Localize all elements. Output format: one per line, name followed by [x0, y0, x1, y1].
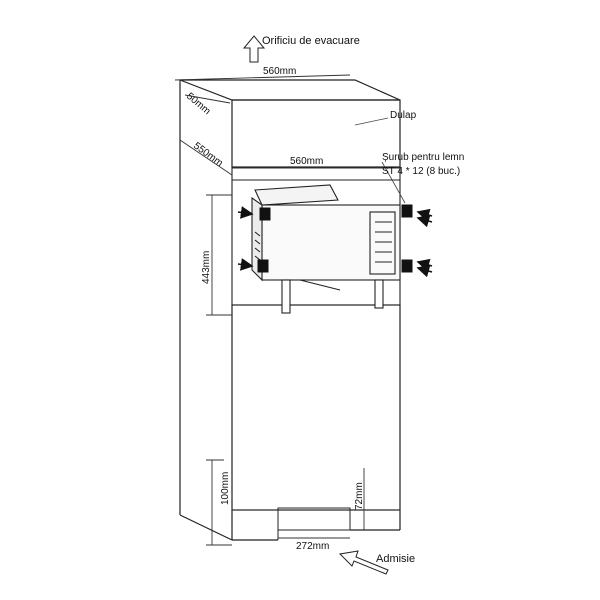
screw-label-line1: Șurub pentru lemn: [382, 152, 464, 163]
wood-screws: [237, 206, 433, 278]
height-base-label: 100mm: [220, 472, 231, 505]
cabinet-bottom: [231, 304, 401, 541]
intake-arrow-icon: [338, 550, 389, 575]
width-mid-label: 560mm: [290, 156, 323, 167]
cabinet-label: Dulap: [390, 110, 417, 121]
inlet-width-label: 272mm: [296, 541, 329, 552]
dimension-lines: [174, 74, 400, 546]
leader-lines: [354, 117, 406, 204]
vent-outlet-label: Orificiu de evacuare: [262, 35, 360, 47]
inlet-height-label: 72mm: [354, 482, 365, 510]
exhaust-arrow-icon: [242, 35, 266, 63]
vent-grille-icon: [254, 231, 261, 261]
width-top-label: 560mm: [263, 66, 296, 77]
microwave-oven: [251, 184, 401, 314]
height-niche-label: 443mm: [201, 251, 212, 284]
inlet-opening: [277, 507, 351, 540]
screw-brackets: [257, 204, 413, 273]
cabinet-top: [179, 79, 401, 541]
inlet-label: Admisie: [376, 553, 415, 565]
depth-side-label: 550mm: [191, 141, 224, 170]
depth-top-label: 50mm: [184, 91, 212, 117]
screw-label-line2: ST 4 * 12 (8 buc.): [382, 166, 460, 177]
